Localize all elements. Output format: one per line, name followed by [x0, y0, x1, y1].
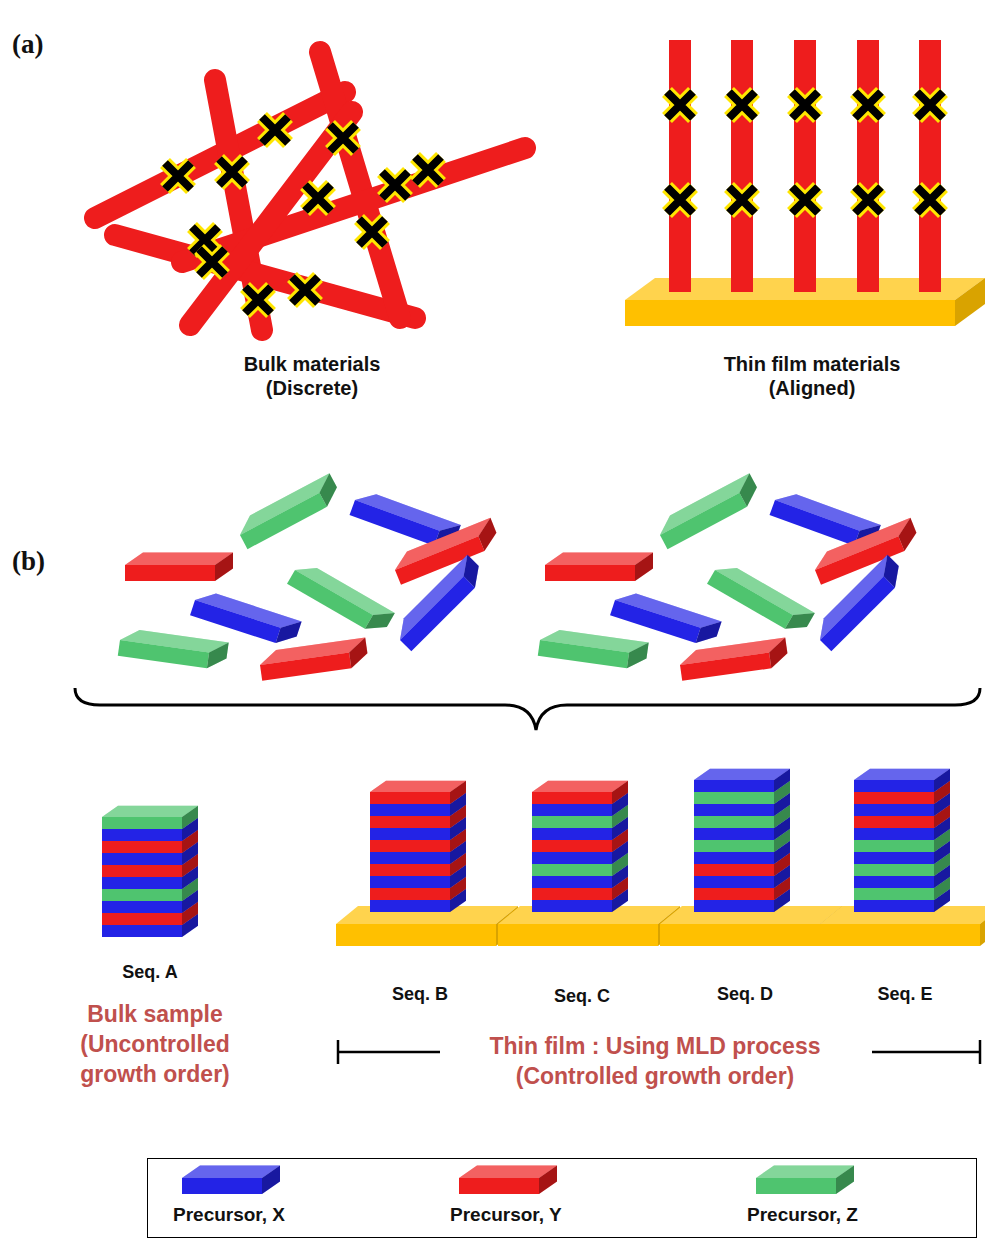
bulk-rods: [95, 52, 525, 330]
cross-outline: [245, 287, 271, 313]
cross-mark: [305, 185, 331, 211]
slab: [678, 637, 789, 680]
cross-outline: [917, 92, 943, 118]
stacks: [102, 769, 985, 946]
slab: [694, 769, 790, 792]
slab: [810, 518, 921, 585]
cross-mark: [165, 163, 191, 189]
slab: [756, 1165, 854, 1194]
sequence-label: Seq. B: [360, 984, 480, 1006]
cross-outline: [382, 172, 408, 198]
cross-mark: [917, 187, 943, 213]
cross-mark: [792, 92, 818, 118]
cross-mark: [199, 249, 225, 275]
sequence-label: Seq. C: [522, 986, 642, 1008]
cross-mark: [330, 125, 356, 151]
slab: [118, 628, 229, 671]
cross-outline: [219, 159, 245, 185]
cross-outline: [667, 187, 693, 213]
cross-outline: [855, 92, 881, 118]
cross-mark: [245, 287, 271, 313]
sequence-label: Seq. A: [90, 962, 210, 984]
slab: [102, 806, 198, 829]
cross-mark: [729, 187, 755, 213]
cross-mark: [292, 277, 318, 303]
slab: [391, 555, 488, 652]
cross-outline: [415, 157, 441, 183]
slab: [258, 637, 369, 680]
sample-note: Bulk sample (Uncontrolled growth order): [55, 1000, 255, 1090]
legend-swatch: [754, 1164, 860, 1198]
cross-outline: [792, 92, 818, 118]
cross-outline: [729, 92, 755, 118]
cross-outline: [729, 187, 755, 213]
sequence-label: Seq. D: [685, 984, 805, 1006]
cross-outline: [165, 163, 191, 189]
cross-outline: [292, 277, 318, 303]
caption: Bulk materials (Discrete): [225, 352, 400, 400]
legend-text: Precursor, X: [173, 1204, 285, 1226]
slab: [707, 559, 815, 638]
cross-outline: [199, 249, 225, 275]
cross-mark: [415, 157, 441, 183]
slab: [287, 559, 395, 638]
cross-links: [165, 92, 943, 313]
cross-mark: [667, 92, 693, 118]
slab: [532, 781, 628, 804]
panel-label: (b): [12, 545, 72, 577]
cross-outline: [792, 187, 818, 213]
cross-mark: [917, 92, 943, 118]
brace: [75, 688, 980, 730]
slab: [538, 628, 649, 671]
legend-swatch: [180, 1164, 286, 1198]
cross-outline: [917, 187, 943, 213]
cross-mark: [262, 117, 288, 143]
slab: [654, 473, 763, 549]
panel-label: (a): [12, 28, 72, 60]
cross-mark: [219, 159, 245, 185]
caption: Thin film materials (Aligned): [702, 352, 922, 400]
cross-outline: [305, 185, 331, 211]
slab: [234, 473, 343, 549]
sequence-label: Seq. E: [845, 984, 965, 1006]
precursor-pieces: [118, 473, 921, 681]
cross-outline: [667, 92, 693, 118]
cross-outline: [359, 219, 385, 245]
cross-mark: [667, 187, 693, 213]
slab: [459, 1165, 557, 1194]
cross-mark: [359, 219, 385, 245]
process-note: Thin film : Using MLD process (Controlle…: [455, 1032, 855, 1092]
slab: [811, 555, 908, 652]
legend-swatch: [457, 1164, 563, 1198]
slab: [370, 781, 466, 804]
cross-outline: [330, 125, 356, 151]
legend-text: Precursor, Z: [747, 1204, 858, 1226]
slab: [390, 518, 501, 585]
cross-mark: [792, 187, 818, 213]
cross-mark: [382, 172, 408, 198]
slab: [125, 552, 233, 581]
cross-mark: [729, 92, 755, 118]
cross-outline: [262, 117, 288, 143]
cross-outline: [855, 187, 881, 213]
aligned-rods: [680, 40, 930, 292]
slab: [854, 769, 950, 792]
slab: [545, 552, 653, 581]
cross-mark: [855, 187, 881, 213]
cross-mark: [855, 92, 881, 118]
legend-text: Precursor, Y: [450, 1204, 562, 1226]
slab: [182, 1165, 280, 1194]
